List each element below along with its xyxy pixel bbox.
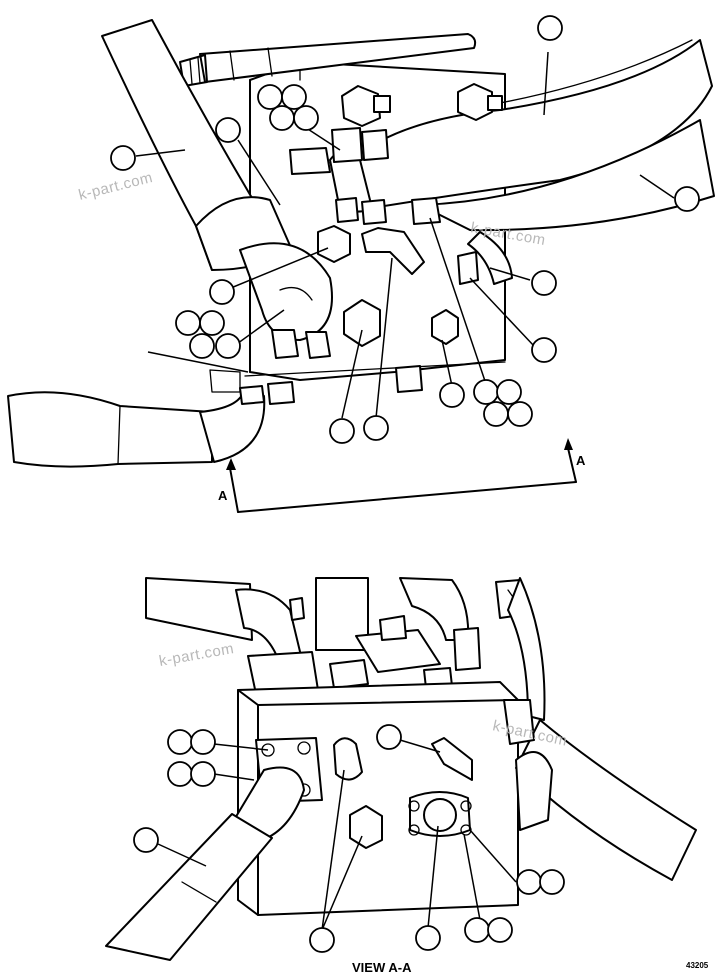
- callout-circle: [190, 729, 216, 755]
- section-arrow-label-left: A: [218, 488, 228, 503]
- callout-circle: [175, 310, 201, 336]
- callout-circle: [215, 333, 241, 359]
- callout-circle: [415, 925, 441, 951]
- view-title: VIEW A-A: [352, 960, 412, 975]
- bottom-view: k-part.com k-part.com VIEW A-A 43205: [105, 577, 709, 975]
- watermark: k-part.com: [158, 640, 236, 670]
- callout-circle: [464, 917, 490, 943]
- bottom-callouts: [133, 724, 565, 953]
- watermark: k-part.com: [77, 169, 155, 204]
- top-bolts: [289, 83, 503, 225]
- top-leaders: [135, 51, 675, 419]
- top-small-hose: [179, 33, 477, 87]
- top-left-hose: [101, 19, 333, 341]
- callout-circle: [190, 761, 216, 787]
- section-line-a-a: [226, 438, 577, 513]
- callout-circle: [516, 869, 542, 895]
- bottom-top-fittings: [247, 597, 481, 695]
- callout-circle: [209, 279, 235, 305]
- callout-circle: [257, 84, 283, 110]
- callout-circle: [199, 310, 225, 336]
- bottom-upper-hoses: [145, 577, 546, 721]
- callout-circle: [496, 379, 522, 405]
- callout-circle: [167, 761, 193, 787]
- callout-circle: [133, 827, 159, 853]
- callout-circle: [167, 729, 193, 755]
- callout-circle: [363, 415, 389, 441]
- callout-circle: [539, 869, 565, 895]
- callout-circle: [439, 382, 465, 408]
- top-side-fittings: [271, 225, 479, 393]
- callout-circle: [531, 270, 557, 296]
- top-view: A A: [7, 15, 715, 513]
- callout-circle: [531, 337, 557, 363]
- top-lower-hose: [7, 381, 295, 468]
- callout-circle: [293, 105, 319, 131]
- callout-circle: [281, 84, 307, 110]
- callout-circle: [269, 105, 295, 131]
- bottom-leaders: [157, 739, 517, 931]
- figure-number: 43205: [686, 961, 709, 970]
- callout-circle: [215, 117, 241, 143]
- callout-circle: [507, 401, 533, 427]
- callout-circle: [487, 917, 513, 943]
- callout-circle: [376, 724, 402, 750]
- callout-circle: [537, 15, 563, 41]
- callout-circle: [329, 418, 355, 444]
- callout-circle: [309, 927, 335, 953]
- callout-circle: [110, 145, 136, 171]
- top-callouts: [110, 15, 700, 444]
- section-arrow-label-right: A: [576, 453, 586, 468]
- callout-circle: [674, 186, 700, 212]
- callout-circle: [483, 401, 509, 427]
- bottom-right-hose: [503, 699, 697, 881]
- bottom-face-plugs: [333, 737, 473, 849]
- callout-circle: [473, 379, 499, 405]
- bottom-left-hose: [105, 737, 323, 961]
- callout-circle: [189, 333, 215, 359]
